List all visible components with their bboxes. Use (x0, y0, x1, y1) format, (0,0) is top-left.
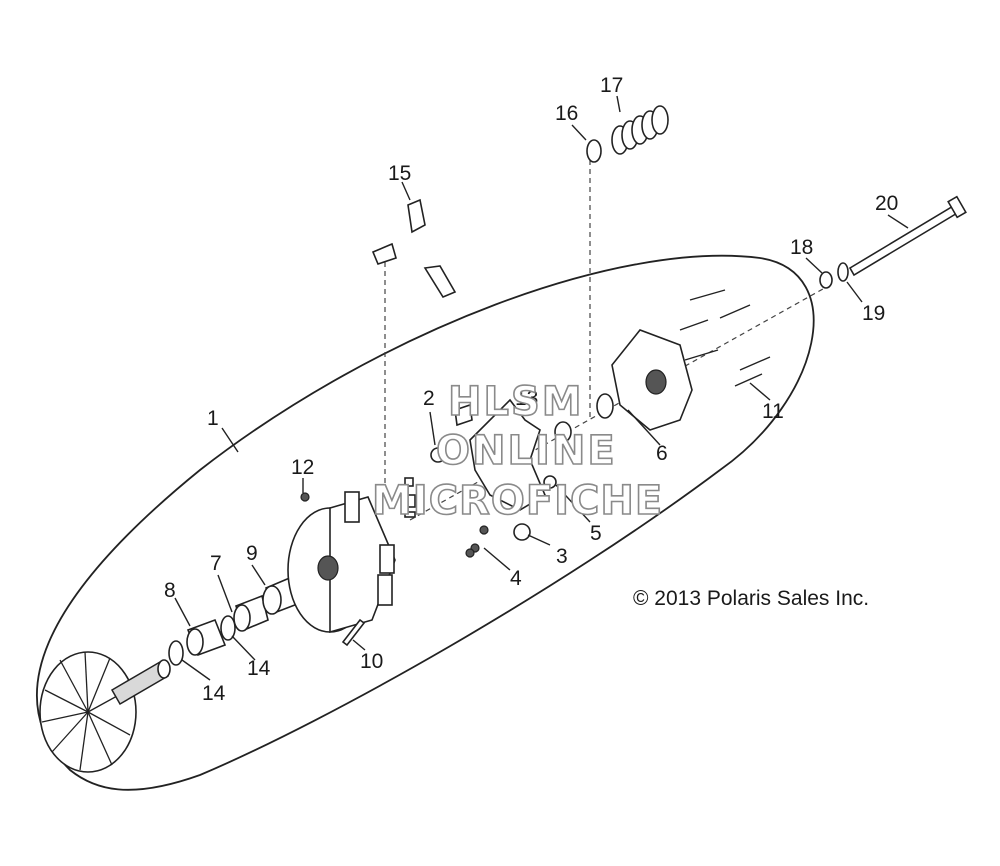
copyright-notice: © 2013 Polaris Sales Inc. (633, 587, 869, 610)
callout-9: 9 (246, 542, 258, 565)
spacer-rings (168, 575, 301, 666)
callout-4: 4 (510, 567, 522, 590)
fixed-sheave-fan (39, 651, 171, 773)
callout-11: 11 (762, 400, 784, 423)
spider (454, 398, 557, 541)
callout-15: 15 (388, 162, 411, 185)
callout-10: 10 (360, 650, 383, 673)
moveable-sheave (287, 491, 396, 634)
callout-1: 1 (207, 407, 219, 430)
callout-14b: 14 (247, 657, 271, 680)
callout-19: 19 (862, 302, 885, 325)
weights (371, 198, 457, 299)
callout-20: 20 (875, 192, 898, 215)
callout-12: 12 (291, 456, 314, 479)
main-bolt (819, 195, 967, 289)
alignment-lines (384, 160, 831, 521)
callout-numbers: 1 2 3 4 5 6 7 8 9 10 11 12 13 14 14 15 1… (164, 74, 898, 705)
assembly-outline (36, 254, 815, 791)
callout-5: 5 (590, 522, 602, 545)
callout-18: 18 (790, 236, 813, 259)
watermark: HLSM ONLINE MICROFICHE (371, 378, 663, 525)
callout-6: 6 (656, 442, 668, 465)
callout-16: 16 (555, 102, 578, 125)
retaining-ring (586, 139, 602, 163)
cover (554, 329, 693, 443)
callout-13: 13 (515, 387, 538, 410)
spring (611, 105, 669, 155)
callout-2: 2 (423, 387, 435, 410)
callout-7: 7 (210, 552, 222, 575)
rollers (404, 447, 489, 558)
callout-8: 8 (164, 579, 176, 602)
leader-lines (174, 95, 909, 681)
pin (341, 618, 366, 647)
watermark-line-2: ONLINE (436, 428, 617, 474)
watermark-line-3: MICROFICHE (372, 478, 663, 524)
watermark-line-1: HLSM (448, 379, 584, 425)
callout-17: 17 (600, 74, 623, 97)
callout-3: 3 (556, 545, 568, 568)
cover-bolts (679, 289, 771, 387)
callout-14a: 14 (202, 682, 226, 705)
